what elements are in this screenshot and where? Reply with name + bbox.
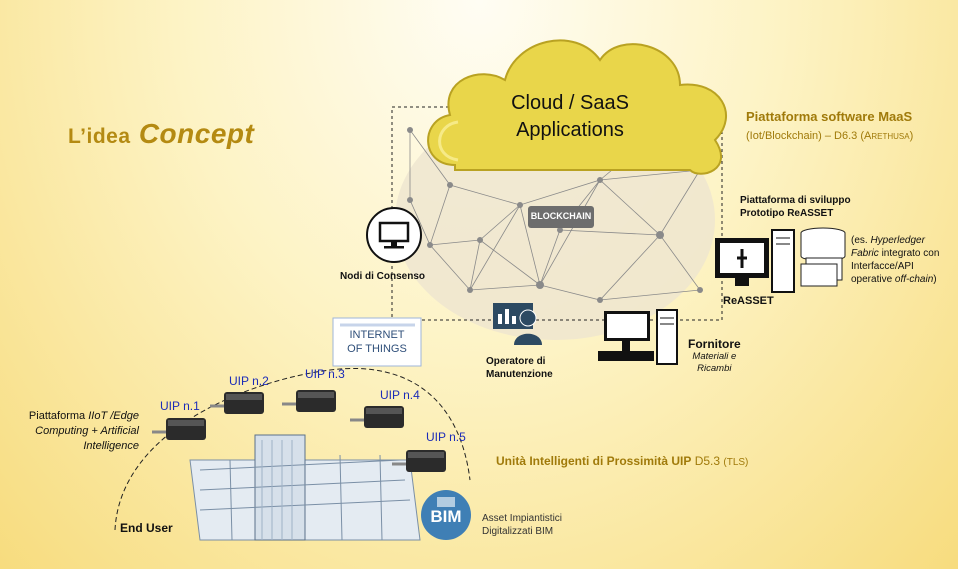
bim-badge [421, 490, 471, 540]
bim-label: Asset Impiantistici Digitalizzati BIM [482, 513, 563, 537]
uip-label-2: UIP n.2 [229, 374, 269, 388]
uip-device-3 [282, 390, 336, 412]
cloud-label: Cloud / SaaS Applications [511, 92, 629, 141]
uip-device-5 [392, 450, 446, 472]
consensus-label: Nodi di Consenso [340, 271, 425, 282]
page-title: L’idea Concept [68, 118, 255, 149]
uip-unit-label: Unità Intelligenti di Prossimità UIP D5.… [496, 454, 749, 468]
reasset-label: ReASSET [723, 295, 774, 307]
reasset-computer-icon [715, 229, 795, 293]
dev-platform-label: Piattaforma di sviluppo Prototipo ReASSE… [740, 195, 851, 219]
blockchain-label: BLOCKCHAIN [530, 211, 592, 221]
maas-title: Piattaforma software MaaS [746, 109, 913, 124]
database-icon [800, 227, 846, 287]
supplier-label: Fornitore Materiali e Ricambi [688, 337, 741, 374]
uip-label-1: UIP n.1 [160, 399, 200, 413]
uip-device-1 [152, 418, 206, 440]
operator-icon [493, 303, 542, 345]
edge-platform-label: Piattaforma IIoT /Edge Computing + Artif… [28, 410, 139, 452]
iot-label: INTERNET OF THINGS [347, 329, 407, 355]
supplier-computer-icon [598, 309, 678, 365]
uip-label-4: UIP n.4 [380, 388, 420, 402]
blockchain-box [528, 206, 594, 228]
uip-label-3: UIP n.3 [305, 367, 345, 381]
uip-device-2 [210, 392, 264, 414]
cloud-shape [427, 39, 727, 175]
uip-device-4 [350, 406, 404, 428]
consensus-node-circle [366, 207, 422, 263]
operator-label: Operatore di Manutenzione [486, 356, 553, 380]
bim-badge-label: BIM [430, 507, 462, 526]
building-image [189, 434, 421, 541]
uip-label-5: UIP n.5 [426, 430, 466, 444]
maas-subtitle: (Iot/Blockchain) – D6.3 (Arethusa) [746, 130, 914, 142]
uip-boundary [114, 368, 471, 531]
hyperledger-note: (es. Hyperledger Fabric integrato con In… [851, 235, 940, 285]
end-user-label: End User [120, 521, 173, 535]
